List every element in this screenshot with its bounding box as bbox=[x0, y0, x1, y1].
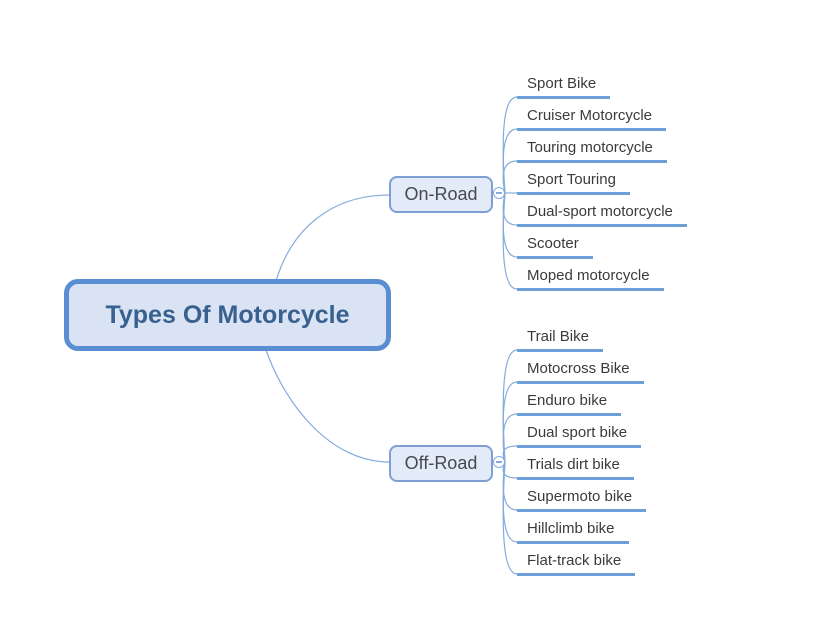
leaf-dual-sport-motorcycle[interactable]: Dual-sport motorcycle bbox=[517, 201, 687, 227]
leaf-cruiser-motorcycle[interactable]: Cruiser Motorcycle bbox=[517, 105, 667, 131]
connector-onroad-leaf-2 bbox=[502, 160, 518, 194]
root-topic[interactable]: Types Of Motorcycle bbox=[64, 279, 391, 351]
minus-icon bbox=[496, 192, 502, 194]
leaf-hillclimb-bike[interactable]: Hillclimb bike bbox=[517, 518, 629, 544]
leaf-flat-track-bike[interactable]: Flat-track bike bbox=[517, 550, 636, 576]
leaf-supermoto-bike[interactable]: Supermoto bike bbox=[517, 486, 647, 512]
leaf-dual-sport-bike[interactable]: Dual sport bike bbox=[517, 422, 642, 448]
leaf-sport-touring[interactable]: Sport Touring bbox=[517, 169, 630, 195]
connector-offroad-leaf-2 bbox=[502, 413, 518, 463]
minus-icon bbox=[496, 461, 502, 463]
collapse-toggle-off-road[interactable] bbox=[493, 456, 505, 468]
connector-onroad-leaf-0 bbox=[502, 96, 518, 194]
connector-offroad-leaf-7 bbox=[502, 461, 518, 575]
leaf-sport-bike[interactable]: Sport Bike bbox=[517, 73, 611, 99]
leaf-touring-motorcycle[interactable]: Touring motorcycle bbox=[517, 137, 667, 163]
connector-root-onroad bbox=[275, 194, 390, 282]
collapse-toggle-on-road[interactable] bbox=[493, 187, 505, 199]
branch-on-road[interactable]: On-Road bbox=[389, 176, 493, 213]
leaf-trail-bike[interactable]: Trail Bike bbox=[517, 326, 603, 352]
leaf-motocross-bike[interactable]: Motocross Bike bbox=[517, 358, 644, 384]
branch-off-road[interactable]: Off-Road bbox=[389, 445, 493, 482]
connector-onroad-leaf-1 bbox=[502, 128, 518, 194]
leaf-trials-dirt-bike[interactable]: Trials dirt bike bbox=[517, 454, 634, 480]
connector-onroad-leaf-6 bbox=[502, 192, 518, 290]
leaf-scooter[interactable]: Scooter bbox=[517, 233, 593, 259]
connector-offroad-leaf-0 bbox=[502, 349, 518, 463]
connector-offroad-leaf-5 bbox=[502, 461, 518, 511]
leaf-moped-motorcycle[interactable]: Moped motorcycle bbox=[517, 265, 664, 291]
leaf-enduro-bike[interactable]: Enduro bike bbox=[517, 390, 622, 416]
connector-root-offroad bbox=[265, 349, 390, 463]
